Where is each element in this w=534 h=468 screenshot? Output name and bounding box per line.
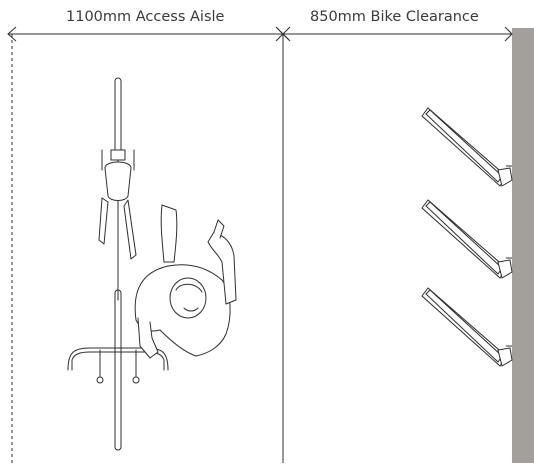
wall bbox=[512, 28, 534, 463]
dimension-line bbox=[7, 26, 513, 42]
rack-1 bbox=[421, 107, 513, 187]
rack-2 bbox=[421, 199, 513, 279]
bike-clearance-label: 850mm Bike Clearance bbox=[304, 6, 485, 28]
access-aisle-label: 1100mm Access Aisle bbox=[60, 6, 231, 28]
bike-racks bbox=[421, 107, 513, 367]
cyclist-top-view bbox=[67, 77, 237, 451]
rear-wheel bbox=[114, 289, 122, 451]
rack-3 bbox=[421, 287, 513, 367]
front-wheel bbox=[114, 77, 122, 159]
